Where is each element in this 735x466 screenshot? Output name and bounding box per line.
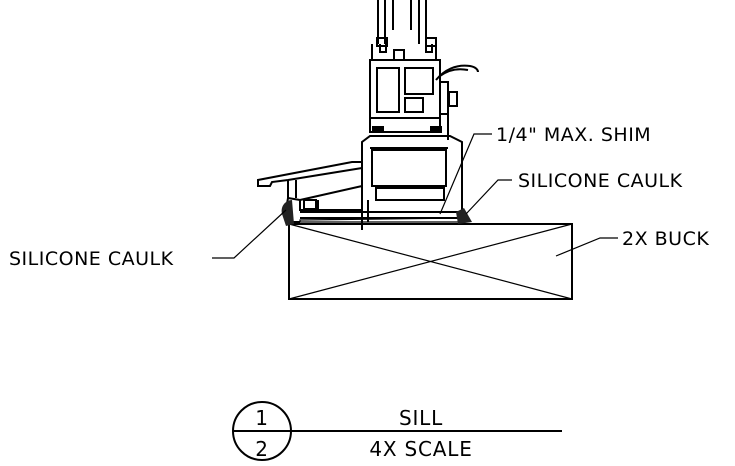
sash-bottom-rail bbox=[369, 59, 458, 140]
frame-sill bbox=[299, 126, 463, 230]
detail-scale: 4X SCALE bbox=[369, 437, 472, 461]
glazing-lines bbox=[377, 0, 427, 44]
caulk-left-label: SILICONE CAULK bbox=[9, 248, 174, 270]
detail-title-block: 1 2 SILL 4X SCALE bbox=[232, 401, 562, 461]
caulk-beads bbox=[281, 200, 472, 226]
leader-lines bbox=[212, 133, 618, 259]
sheet-number: 2 bbox=[255, 437, 269, 461]
detail-title: SILL bbox=[399, 406, 443, 430]
buck-label: 2X BUCK bbox=[622, 228, 709, 250]
shim-label: 1/4" MAX. SHIM bbox=[496, 124, 651, 146]
caulk-right-label: SILICONE CAULK bbox=[518, 170, 683, 192]
detail-number: 1 bbox=[255, 406, 269, 430]
wood-buck bbox=[288, 223, 573, 300]
